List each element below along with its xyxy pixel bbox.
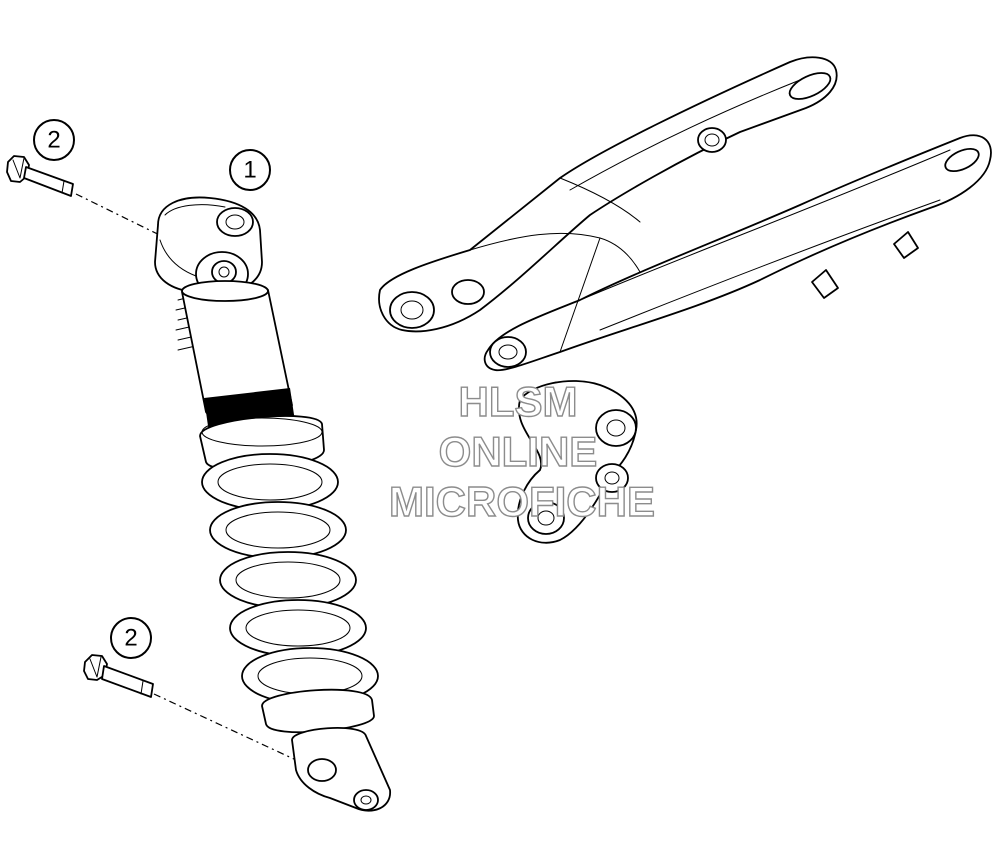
callout-2-top[interactable]: 2 bbox=[33, 119, 75, 161]
leader-line-bottom-bolt bbox=[153, 693, 297, 761]
bolt-top[interactable] bbox=[6, 155, 74, 197]
callout-1-label: 1 bbox=[243, 157, 256, 184]
spring bbox=[201, 453, 379, 705]
callout-2-bottom[interactable]: 2 bbox=[110, 617, 152, 659]
linkage-rocker[interactable] bbox=[516, 380, 638, 544]
leader-line-top-bolt bbox=[75, 193, 183, 247]
watermark-line-3: MICROFICHE bbox=[389, 478, 655, 525]
swingarm[interactable] bbox=[378, 56, 992, 372]
callout-1[interactable]: 1 bbox=[229, 149, 271, 191]
bolt-bottom[interactable] bbox=[83, 654, 154, 698]
watermark-line-1: HLSM bbox=[459, 378, 578, 425]
watermark-line-2: ONLINE bbox=[439, 428, 598, 475]
callout-2-bottom-label: 2 bbox=[124, 625, 137, 652]
shock-absorber[interactable] bbox=[154, 196, 391, 812]
watermark: HLSM ONLINE MICROFICHE bbox=[388, 377, 655, 525]
callout-2-top-label: 2 bbox=[47, 127, 60, 154]
